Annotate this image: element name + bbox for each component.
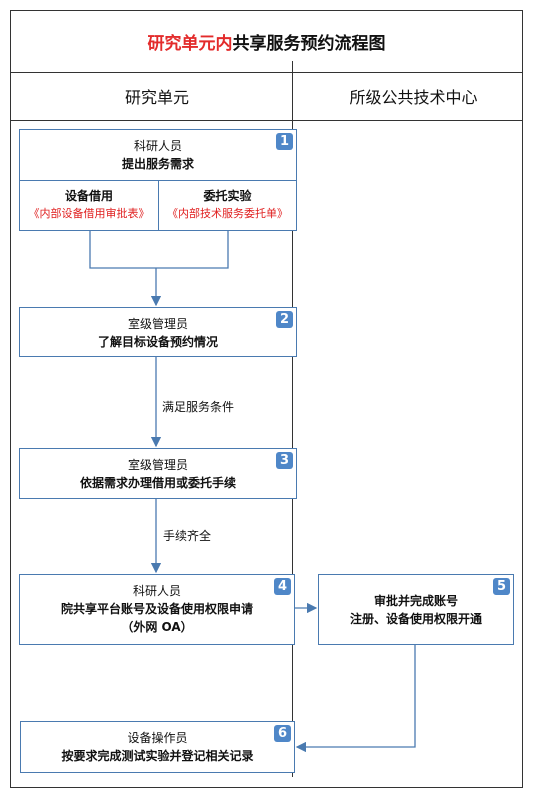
option-equipment-loan-form: 《内部设备借用审批表》 (28, 207, 150, 220)
merge-connector (89, 231, 229, 269)
lane-divider (292, 61, 293, 777)
step-2-role: 室级管理员 (127, 317, 188, 331)
step-1-role: 科研人员 (133, 139, 182, 153)
step-3-action: 依据需求办理借用或委托手续 (79, 476, 236, 490)
step-1-action: 提出服务需求 (121, 157, 194, 171)
step-6-badge: 6 (274, 725, 291, 742)
lane-header-research-unit: 研究单元 (124, 88, 189, 107)
option-equipment-loan: 设备借用 《内部设备借用审批表》 (20, 180, 159, 230)
title-highlight: 研究单元内 (147, 34, 233, 54)
step-4-role: 科研人员 (132, 584, 181, 598)
step-3-role: 室级管理员 (127, 458, 188, 472)
step-4-note: （外网 OA） (121, 620, 193, 634)
step-5-badge: 5 (493, 578, 510, 595)
step-1-box: 1 科研人员 提出服务需求 设备借用 《内部设备借用审批表》 委托实验 《内部技… (19, 129, 297, 231)
step-1-badge: 1 (276, 133, 293, 150)
step-6-box: 6 设备操作员 按要求完成测试实验并登记相关记录 (20, 721, 295, 773)
option-equipment-loan-name: 设备借用 (64, 189, 113, 203)
step-6-role: 设备操作员 (127, 731, 188, 745)
step-4-action: 院共享平台账号及设备使用权限申请 (60, 602, 253, 616)
arrow-5-to-6 (295, 645, 416, 753)
step-5-box: 5 审批并完成账号 注册、设备使用权限开通 (318, 574, 514, 645)
lane-header-row: 研究单元 所级公共技术中心 (11, 72, 522, 121)
option-commissioned-test: 委托实验 《内部技术服务委托单》 (159, 180, 296, 230)
step-4-box: 4 科研人员 院共享平台账号及设备使用权限申请 （外网 OA） (19, 574, 295, 645)
option-commissioned-test-form: 《内部技术服务委托单》 (167, 207, 288, 220)
step-5-line1: 审批并完成账号 (373, 594, 458, 608)
step-5-line2: 注册、设备使用权限开通 (349, 612, 482, 626)
step-2-badge: 2 (276, 311, 293, 328)
condition-service-met: 满足服务条件 (162, 400, 235, 414)
step-4-badge: 4 (274, 578, 291, 595)
step-3-badge: 3 (276, 452, 293, 469)
flowchart-frame: 研究单元内共享服务预约流程图 研究单元 所级公共技术中心 (10, 10, 523, 788)
step-2-box: 2 室级管理员 了解目标设备预约情况 (19, 307, 297, 357)
lane-header-tech-center: 所级公共技术中心 (349, 88, 478, 107)
step-6-action: 按要求完成测试实验并登记相关记录 (61, 749, 254, 763)
title-rest: 共享服务预约流程图 (232, 34, 386, 54)
condition-procedures-complete: 手续齐全 (163, 529, 212, 543)
step-2-action: 了解目标设备预约情况 (97, 335, 218, 349)
step-3-box: 3 室级管理员 依据需求办理借用或委托手续 (19, 448, 297, 499)
option-commissioned-test-name: 委托实验 (203, 189, 252, 203)
chart-title: 研究单元内共享服务预约流程图 (11, 11, 522, 73)
